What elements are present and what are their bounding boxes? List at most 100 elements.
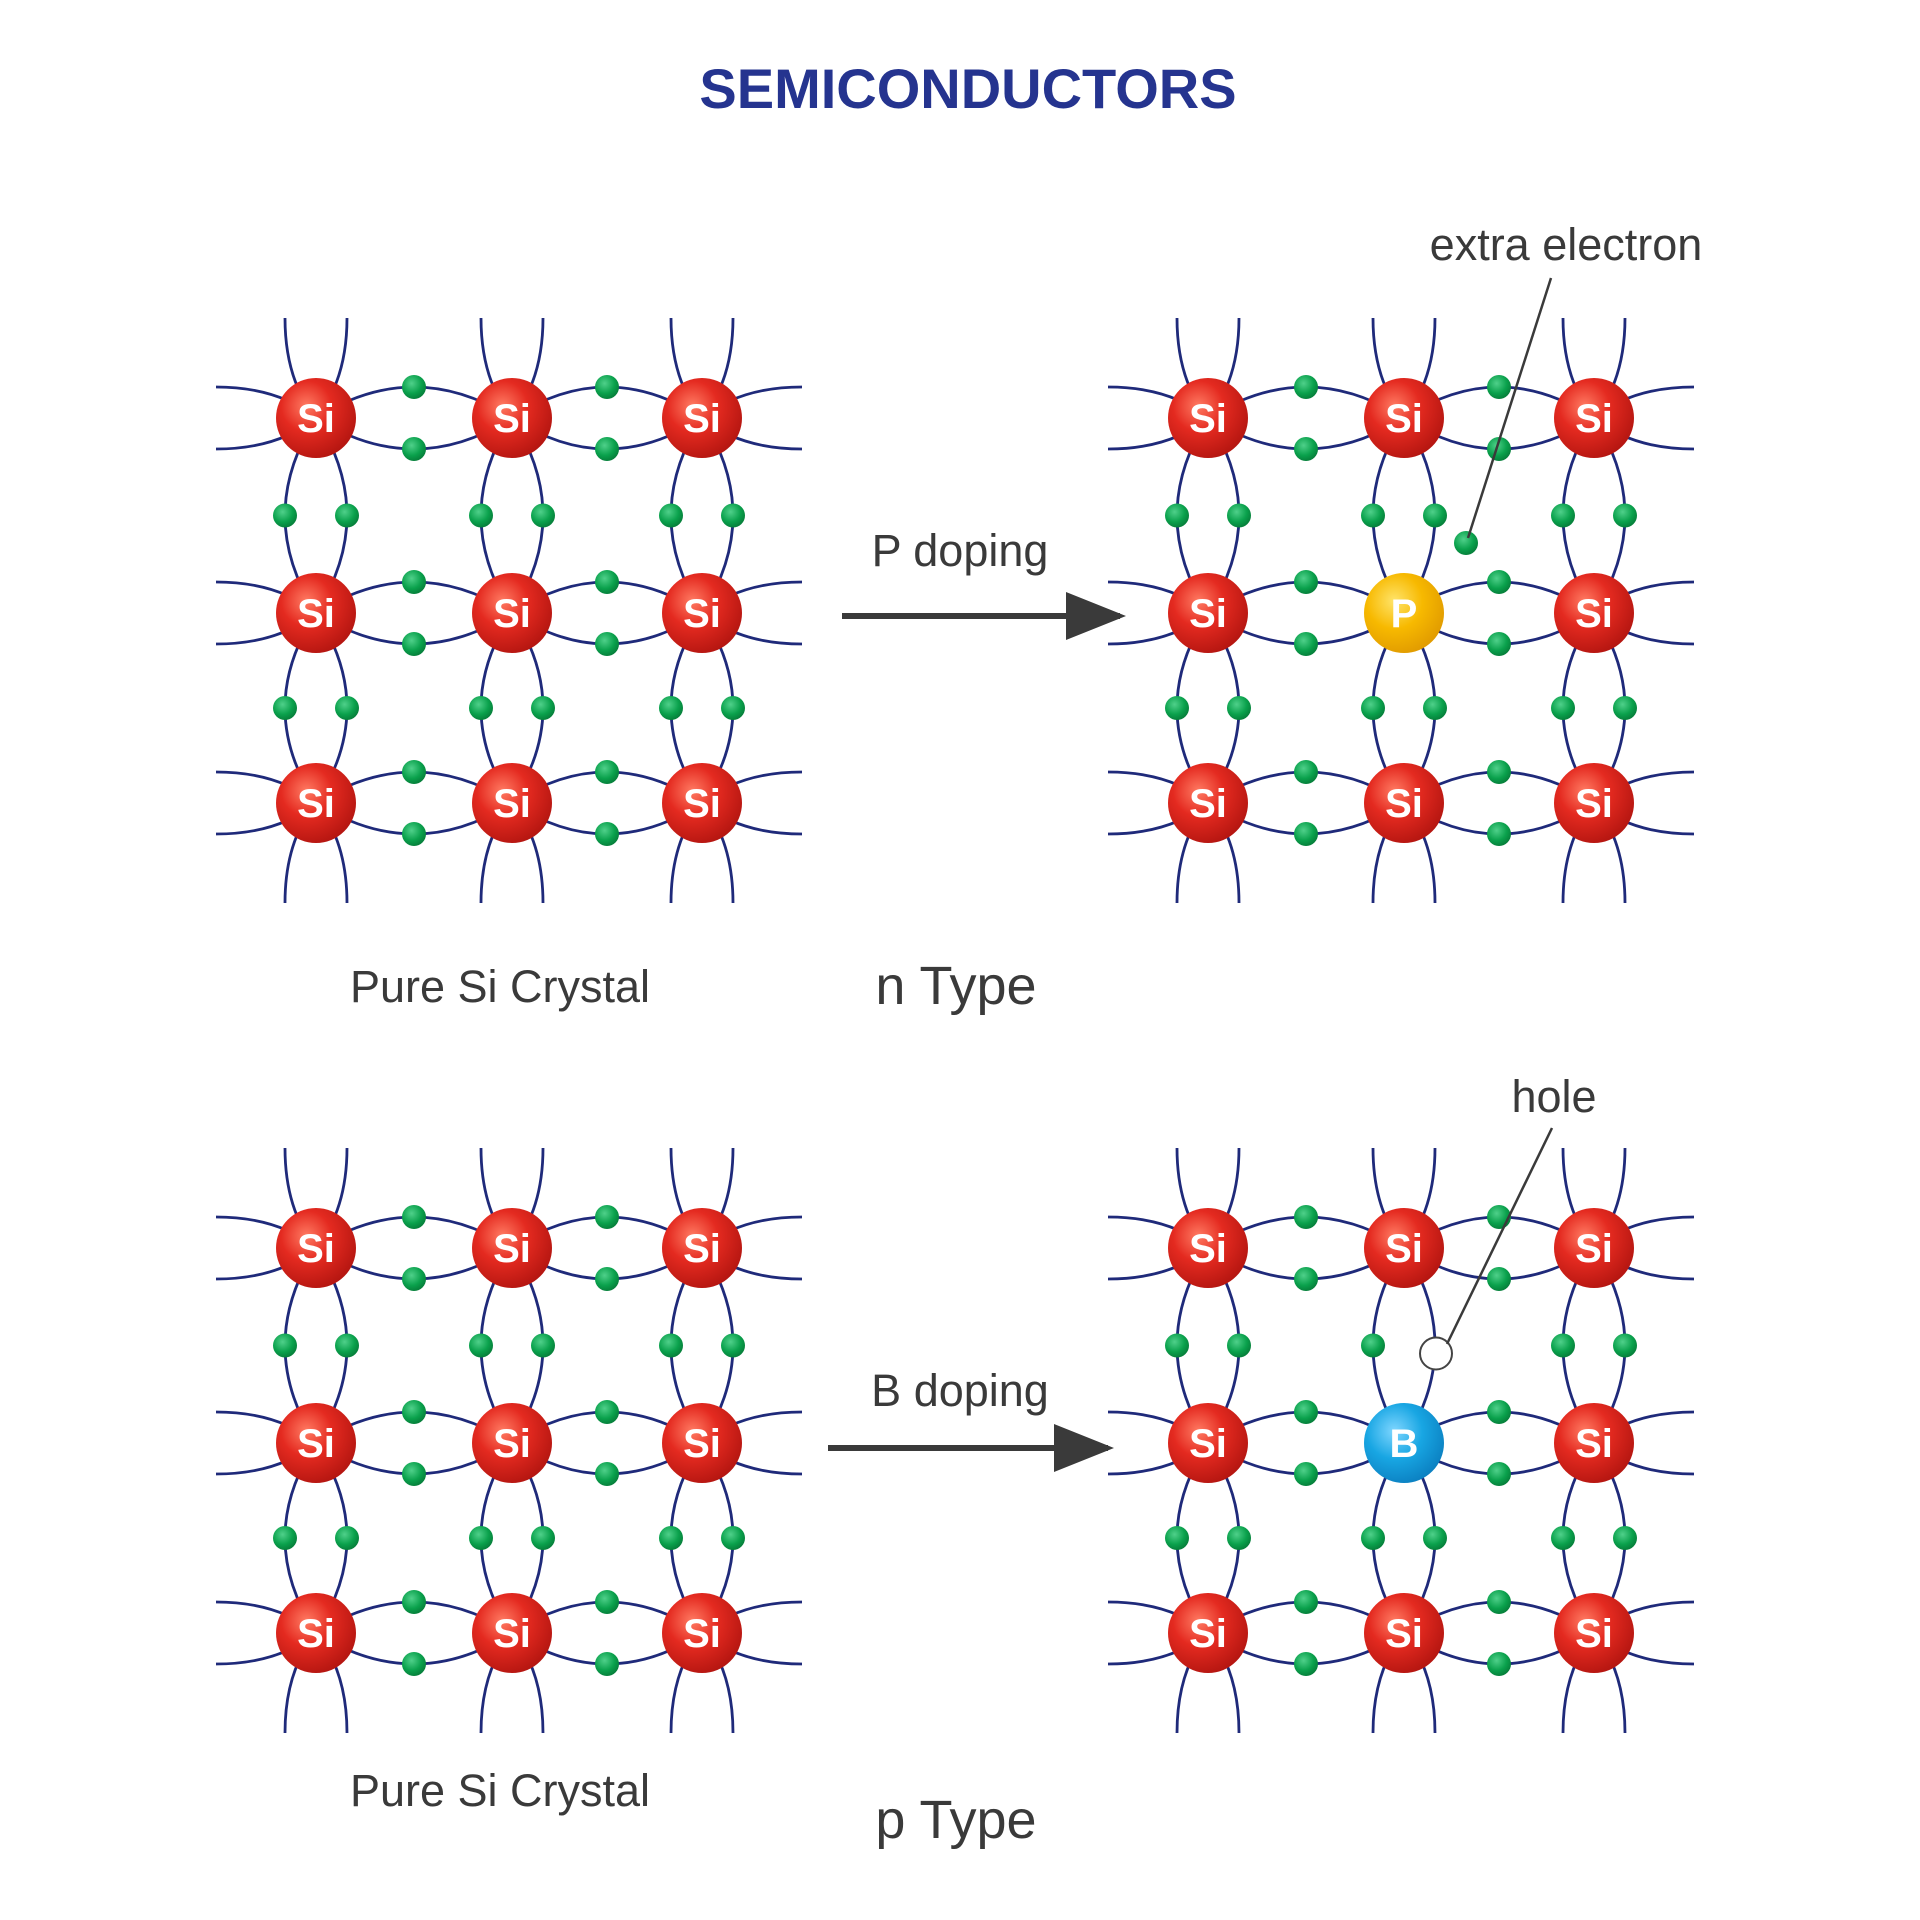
atom-symbol: Si <box>1575 1422 1613 1466</box>
boron-atom: B <box>1364 1403 1444 1483</box>
electron-dot <box>595 1462 619 1486</box>
electron-dot <box>273 503 297 528</box>
si-atom: Si <box>662 1403 742 1483</box>
electron-dot <box>402 1267 426 1291</box>
electron-dot <box>1165 696 1189 720</box>
electron-dot <box>721 696 745 720</box>
electron-dot <box>469 696 493 720</box>
electron-dot <box>402 632 426 656</box>
si-atom: Si <box>1554 573 1634 653</box>
electron-dot <box>1487 1267 1511 1291</box>
electron-dot <box>1294 760 1318 784</box>
atom-symbol: Si <box>297 1227 335 1271</box>
electron-dot <box>335 1333 359 1358</box>
electron-dot <box>1227 1526 1251 1550</box>
electron-dot <box>1487 570 1511 594</box>
electron-dot <box>595 437 619 461</box>
atom-symbol: Si <box>1189 1422 1227 1466</box>
electron-dot <box>1613 696 1637 720</box>
electron-dot <box>659 1526 683 1550</box>
row-p-annotation-leader <box>1445 1127 1554 1345</box>
electron-dot <box>1361 696 1385 720</box>
electron-dot <box>1227 503 1251 528</box>
electron-dot <box>1294 1267 1318 1291</box>
atom-symbol: Si <box>683 1612 721 1656</box>
electron-dot <box>595 632 619 656</box>
electron-dot <box>402 822 426 846</box>
electron-dot <box>1487 1652 1511 1676</box>
electron-dot <box>1423 503 1447 528</box>
electron-dot <box>402 570 426 594</box>
electron-dot <box>335 1526 359 1550</box>
si-atom: Si <box>1364 1593 1444 1673</box>
electrons <box>1165 1205 1637 1676</box>
electron-dot <box>595 375 619 399</box>
row-p-doping-label: B doping <box>871 1365 1049 1416</box>
atom-symbol: Si <box>493 782 531 826</box>
atom-symbol: Si <box>683 592 721 636</box>
electron-dot <box>595 1267 619 1291</box>
si-atom: Si <box>1168 1208 1248 1288</box>
electron-dot <box>721 503 745 528</box>
electron-dot <box>1487 760 1511 784</box>
electron-dot <box>402 1205 426 1229</box>
electron-dot <box>1227 1333 1251 1358</box>
si-atom: Si <box>472 1403 552 1483</box>
si-atom: Si <box>1554 1593 1634 1673</box>
electron-dot <box>1294 822 1318 846</box>
electrons <box>1165 375 1637 846</box>
electron-dot <box>1294 1205 1318 1229</box>
electron-dot <box>1551 1526 1575 1550</box>
row-n-doping-label: P doping <box>872 525 1049 576</box>
electron-dot <box>659 503 683 528</box>
electron-dot <box>595 822 619 846</box>
electron-dot <box>335 503 359 528</box>
atom-symbol: Si <box>297 397 335 441</box>
si-atom: Si <box>1168 1403 1248 1483</box>
si-atom: Si <box>1554 1403 1634 1483</box>
atom-symbol: Si <box>1189 592 1227 636</box>
row-n-annotation: extra electron <box>1430 219 1703 270</box>
electron-dot <box>273 696 297 720</box>
electron-dot <box>1487 822 1511 846</box>
atom-symbol: B <box>1390 1422 1419 1466</box>
row-p-annotation: hole <box>1511 1071 1596 1122</box>
electron-dot <box>1487 1400 1511 1424</box>
electron-dot <box>335 696 359 720</box>
electron-dot <box>1551 696 1575 720</box>
row-p-type-label: p Type <box>875 1790 1036 1850</box>
electron-dot <box>1294 1400 1318 1424</box>
electron-dot <box>595 1205 619 1229</box>
si-atom: Si <box>1554 763 1634 843</box>
si-atom: Si <box>1168 763 1248 843</box>
electron-dot <box>1165 1526 1189 1550</box>
atom-symbol: Si <box>297 1612 335 1656</box>
atom-symbol: Si <box>1385 397 1423 441</box>
electron-dot <box>659 1333 683 1358</box>
si-atom: Si <box>1168 573 1248 653</box>
si-atom: Si <box>276 1403 356 1483</box>
electron-dot <box>531 1526 555 1550</box>
si-atom: Si <box>1554 378 1634 458</box>
si-atom: Si <box>276 1208 356 1288</box>
electron-dot <box>1294 437 1318 461</box>
atom-symbol: Si <box>1575 782 1613 826</box>
si-atom: Si <box>662 1208 742 1288</box>
atom-symbol: Si <box>1189 397 1227 441</box>
electron-dot <box>531 1333 555 1358</box>
atom-symbol: Si <box>1575 592 1613 636</box>
electron-dot <box>1613 503 1637 528</box>
row-n-left-caption: Pure Si Crystal <box>350 961 650 1012</box>
atom-symbol: Si <box>1189 1227 1227 1271</box>
si-atom: Si <box>1168 1593 1248 1673</box>
atom-symbol: Si <box>493 1422 531 1466</box>
si-atom: Si <box>472 573 552 653</box>
